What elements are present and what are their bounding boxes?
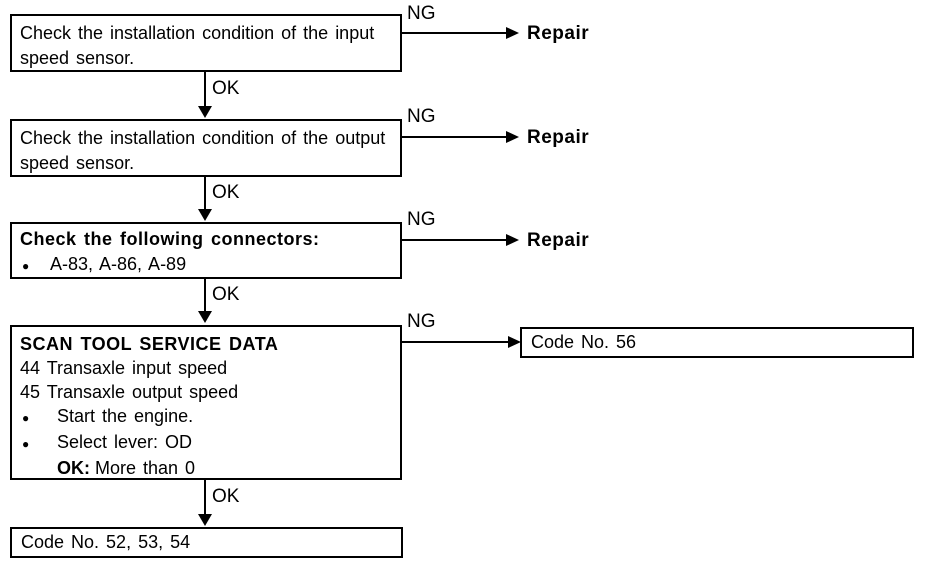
ok-arrow-line-3: [204, 279, 206, 313]
arrow-right-icon-2: [506, 131, 519, 143]
step2-box-output-speed-sensor-check: Check the installation condition of the …: [10, 119, 402, 177]
step4-bullet-text-2: Select lever: OD: [57, 432, 193, 452]
step4-box-scan-tool-service-data: SCAN TOOL SERVICE DATA 44 Transaxle inpu…: [10, 325, 402, 480]
repair-label-1: Repair: [527, 23, 590, 44]
ok-label-2: OK: [212, 182, 240, 203]
ng-label-1: NG: [407, 3, 436, 24]
step4-data-line-44: 44 Transaxle input speed: [20, 358, 228, 378]
arrow-right-icon-3: [506, 234, 519, 246]
step4-title: SCAN TOOL SERVICE DATA: [20, 334, 279, 354]
step3-title: Check the following connectors:: [20, 229, 320, 249]
ng-arrow-line-3: [402, 239, 506, 241]
bullet-icon: ●: [22, 437, 30, 451]
step4-bullet-item-2: ● Select lever: OD: [20, 430, 394, 456]
ng-label-2: NG: [407, 106, 436, 127]
ng-arrow-line-4: [402, 341, 508, 343]
ok-arrow-line-1: [204, 72, 206, 108]
bullet-icon: ●: [22, 411, 30, 425]
step2-text: Check the installation condition of the …: [20, 128, 386, 173]
ng-arrow-line-2: [402, 136, 506, 138]
step4-data-line-45: 45 Transaxle output speed: [20, 382, 239, 402]
ok-label-4: OK: [212, 486, 240, 507]
step1-text: Check the installation condition of the …: [20, 23, 375, 68]
arrow-right-icon-4: [508, 336, 521, 348]
step4-bullet-text-1: Start the engine.: [57, 406, 194, 426]
arrow-down-icon-2: [198, 209, 212, 221]
ng-arrow-line-1: [402, 32, 506, 34]
repair-label-2: Repair: [527, 127, 590, 148]
step3-connectors: A-83, A-86, A-89: [50, 254, 187, 274]
ok-arrow-line-4: [204, 480, 206, 516]
arrow-down-icon-3: [198, 311, 212, 323]
step4-ok-condition-line: OK:More than 0: [57, 456, 394, 480]
ok-arrow-line-2: [204, 177, 206, 211]
step4-ok-condition: More than 0: [95, 458, 196, 478]
ng-label-4: NG: [407, 311, 436, 332]
arrow-down-icon-4: [198, 514, 212, 526]
result-ng-text: Code No. 56: [531, 332, 637, 352]
step4-bullet-item-1: ● Start the engine.: [20, 404, 394, 430]
arrow-down-icon-1: [198, 106, 212, 118]
result-ok-text: Code No. 52, 53, 54: [21, 532, 191, 552]
bullet-icon: ●: [22, 259, 30, 273]
arrow-right-icon-1: [506, 27, 519, 39]
result-box-code-56: Code No. 56: [520, 327, 914, 358]
result-box-codes-52-53-54: Code No. 52, 53, 54: [10, 527, 403, 558]
ok-label-3: OK: [212, 284, 240, 305]
repair-label-3: Repair: [527, 230, 590, 251]
step3-connector-list-item: ● A-83, A-86, A-89: [20, 252, 394, 279]
step4-ok-prefix: OK:: [57, 458, 90, 478]
ng-label-3: NG: [407, 209, 436, 230]
step3-box-connector-check: Check the following connectors: ● A-83, …: [10, 222, 402, 279]
step1-box-input-speed-sensor-check: Check the installation condition of the …: [10, 14, 402, 72]
ok-label-1: OK: [212, 78, 240, 99]
